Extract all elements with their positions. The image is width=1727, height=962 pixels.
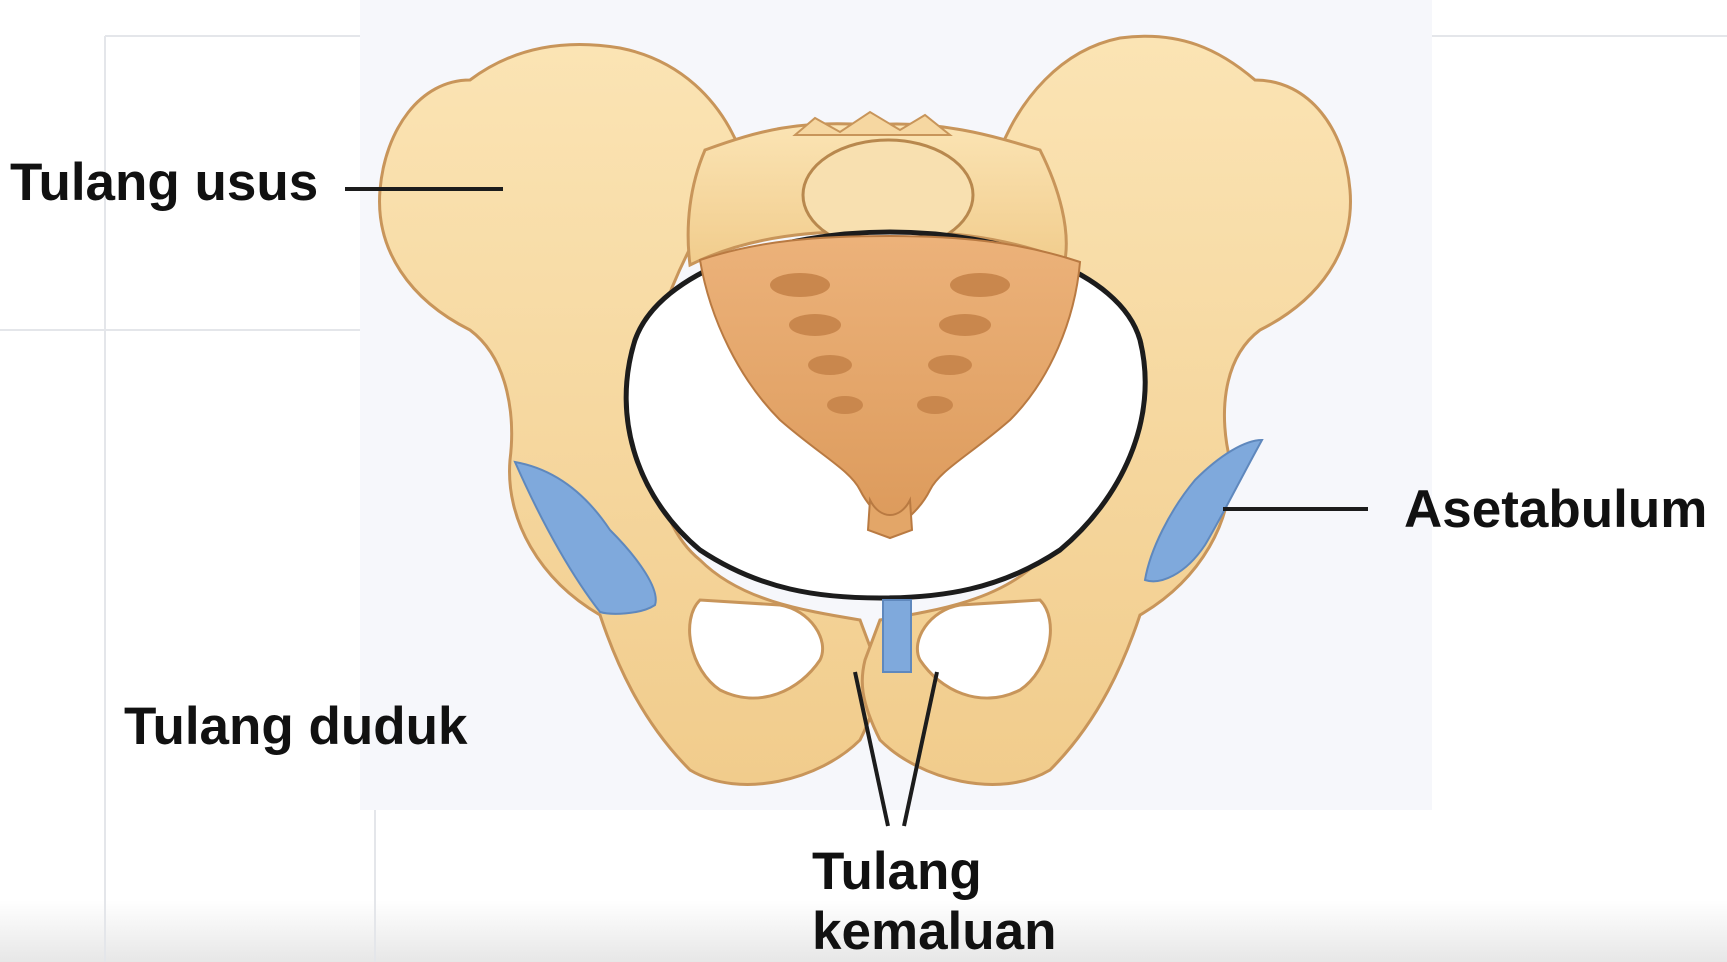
pubis-label: Tulang kemaluan	[812, 842, 1057, 962]
pubic-symphysis	[883, 600, 911, 672]
pubis-label-line2: kemaluan	[812, 902, 1057, 962]
acetabulum-label: Asetabulum	[1404, 480, 1707, 540]
ischium-label: Tulang duduk	[124, 697, 467, 757]
ilium-label: Tulang usus	[10, 153, 318, 213]
pubis-label-line1: Tulang	[812, 842, 1057, 902]
